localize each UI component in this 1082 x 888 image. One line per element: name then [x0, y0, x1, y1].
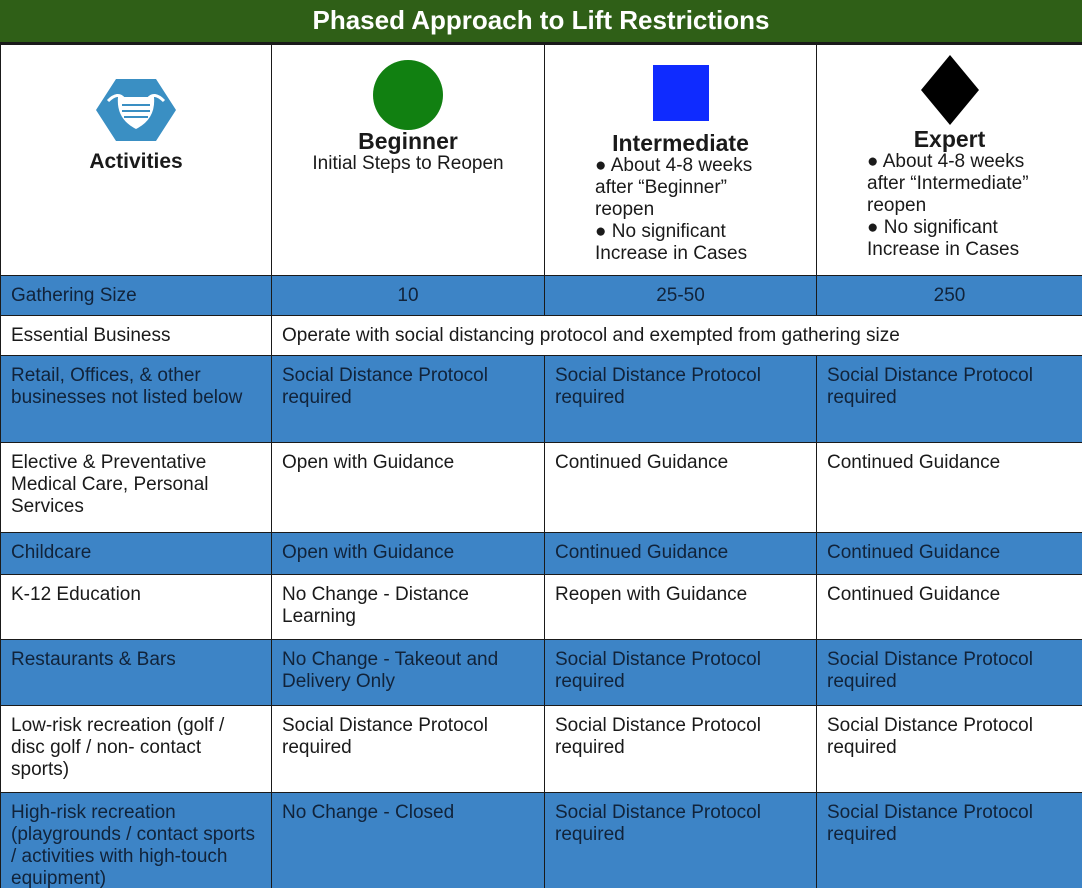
intermediate-bullet-2: ● No significant: [595, 221, 726, 242]
intermediate-cell: Reopen with Guidance: [544, 574, 817, 640]
intermediate-cell: Social Distance Protocol required: [544, 792, 817, 888]
activity-cell: Restaurants & Bars: [0, 639, 272, 706]
activity-cell: High-risk recreation (playgrounds / cont…: [0, 792, 272, 888]
activity-cell: Gathering Size: [0, 275, 272, 316]
page-title: Phased Approach to Lift Restrictions: [0, 0, 1082, 44]
beginner-subtitle: Initial Steps to Reopen: [312, 153, 504, 174]
beginner-cell: Social Distance Protocol required: [271, 355, 545, 443]
table-row: Gathering Size 10 25-50 250: [0, 275, 1082, 316]
table-row: High-risk recreation (playgrounds / cont…: [0, 792, 1082, 888]
expert-cell: Social Distance Protocol required: [816, 355, 1082, 443]
expert-cell: Social Distance Protocol required: [816, 639, 1082, 706]
beginner-header-cell: Beginner Initial Steps to Reopen: [271, 44, 545, 276]
table-row: Restaurants & Bars No Change - Takeout a…: [0, 639, 1082, 706]
beginner-cell: Open with Guidance: [271, 442, 545, 533]
expert-title: Expert: [913, 126, 986, 152]
intermediate-bullet-2-cont: Increase in Cases: [595, 243, 748, 264]
table-row: Childcare Open with Guidance Continued G…: [0, 532, 1082, 575]
intermediate-title: Intermediate: [612, 130, 749, 156]
intermediate-cell: 25-50: [544, 275, 817, 316]
expert-bullet-2-cont: Increase in Cases: [867, 239, 1020, 260]
activity-cell: K-12 Education: [0, 574, 272, 640]
expert-cell: Social Distance Protocol required: [816, 792, 1082, 888]
beginner-title: Beginner: [358, 128, 458, 154]
header-row: Activities Beginner Initial Steps to Reo…: [0, 44, 1082, 276]
expert-cell: Social Distance Protocol required: [816, 705, 1082, 793]
expert-cell: Continued Guidance: [816, 532, 1082, 575]
table-row: Elective & Preventative Medical Care, Pe…: [0, 442, 1082, 533]
intermediate-cell: Social Distance Protocol required: [544, 355, 817, 443]
table-row: Essential Business Operate with social d…: [0, 315, 1082, 356]
green-circle-icon: [273, 59, 544, 131]
activity-cell: Essential Business: [0, 315, 272, 356]
expert-bullet-2: ● No significant: [867, 217, 998, 238]
expert-header-cell: Expert ● About 4-8 weeks after “Intermed…: [816, 44, 1082, 276]
beginner-cell: Open with Guidance: [271, 532, 545, 575]
activity-cell: Elective & Preventative Medical Care, Pe…: [0, 442, 272, 533]
blue-square-icon: [546, 65, 816, 121]
expert-bullet-1-cont: after “Intermediate”: [867, 173, 1029, 194]
face-mask-icon: [2, 79, 271, 141]
intermediate-bullet-1-cont: reopen: [595, 199, 655, 220]
intermediate-cell: Continued Guidance: [544, 442, 817, 533]
expert-cell: Continued Guidance: [816, 442, 1082, 533]
table-row: Retail, Offices, & other businesses not …: [0, 355, 1082, 443]
activity-cell: Low-risk recreation (golf / disc golf / …: [0, 705, 272, 793]
black-diamond-icon: [818, 55, 1082, 125]
intermediate-header-cell: Intermediate ● About 4-8 weeks after “Be…: [544, 44, 817, 276]
intermediate-cell: Continued Guidance: [544, 532, 817, 575]
beginner-cell: No Change - Closed: [271, 792, 545, 888]
expert-cell: Continued Guidance: [816, 574, 1082, 640]
intermediate-cell: Social Distance Protocol required: [544, 639, 817, 706]
activities-header-cell: Activities: [0, 44, 272, 276]
beginner-cell: Social Distance Protocol required: [271, 705, 545, 793]
activities-header: Activities: [89, 150, 183, 173]
merged-cell: Operate with social distancing protocol …: [271, 315, 1082, 356]
activity-cell: Retail, Offices, & other businesses not …: [0, 355, 272, 443]
expert-cell: 250: [816, 275, 1082, 316]
restrictions-table: Activities Beginner Initial Steps to Reo…: [0, 44, 1082, 888]
intermediate-bullet-1: ● About 4-8 weeks: [595, 155, 753, 176]
expert-bullet-1: ● About 4-8 weeks: [867, 151, 1025, 172]
intermediate-bullet-1-cont: after “Beginner”: [595, 177, 728, 198]
expert-bullet-1-cont: reopen: [867, 195, 927, 216]
table-row: K-12 Education No Change - Distance Lear…: [0, 574, 1082, 640]
beginner-cell: No Change - Takeout and Delivery Only: [271, 639, 545, 706]
intermediate-cell: Social Distance Protocol required: [544, 705, 817, 793]
beginner-cell: No Change - Distance Learning: [271, 574, 545, 640]
beginner-cell: 10: [271, 275, 545, 316]
activity-cell: Childcare: [0, 532, 272, 575]
table-row: Low-risk recreation (golf / disc golf / …: [0, 705, 1082, 793]
